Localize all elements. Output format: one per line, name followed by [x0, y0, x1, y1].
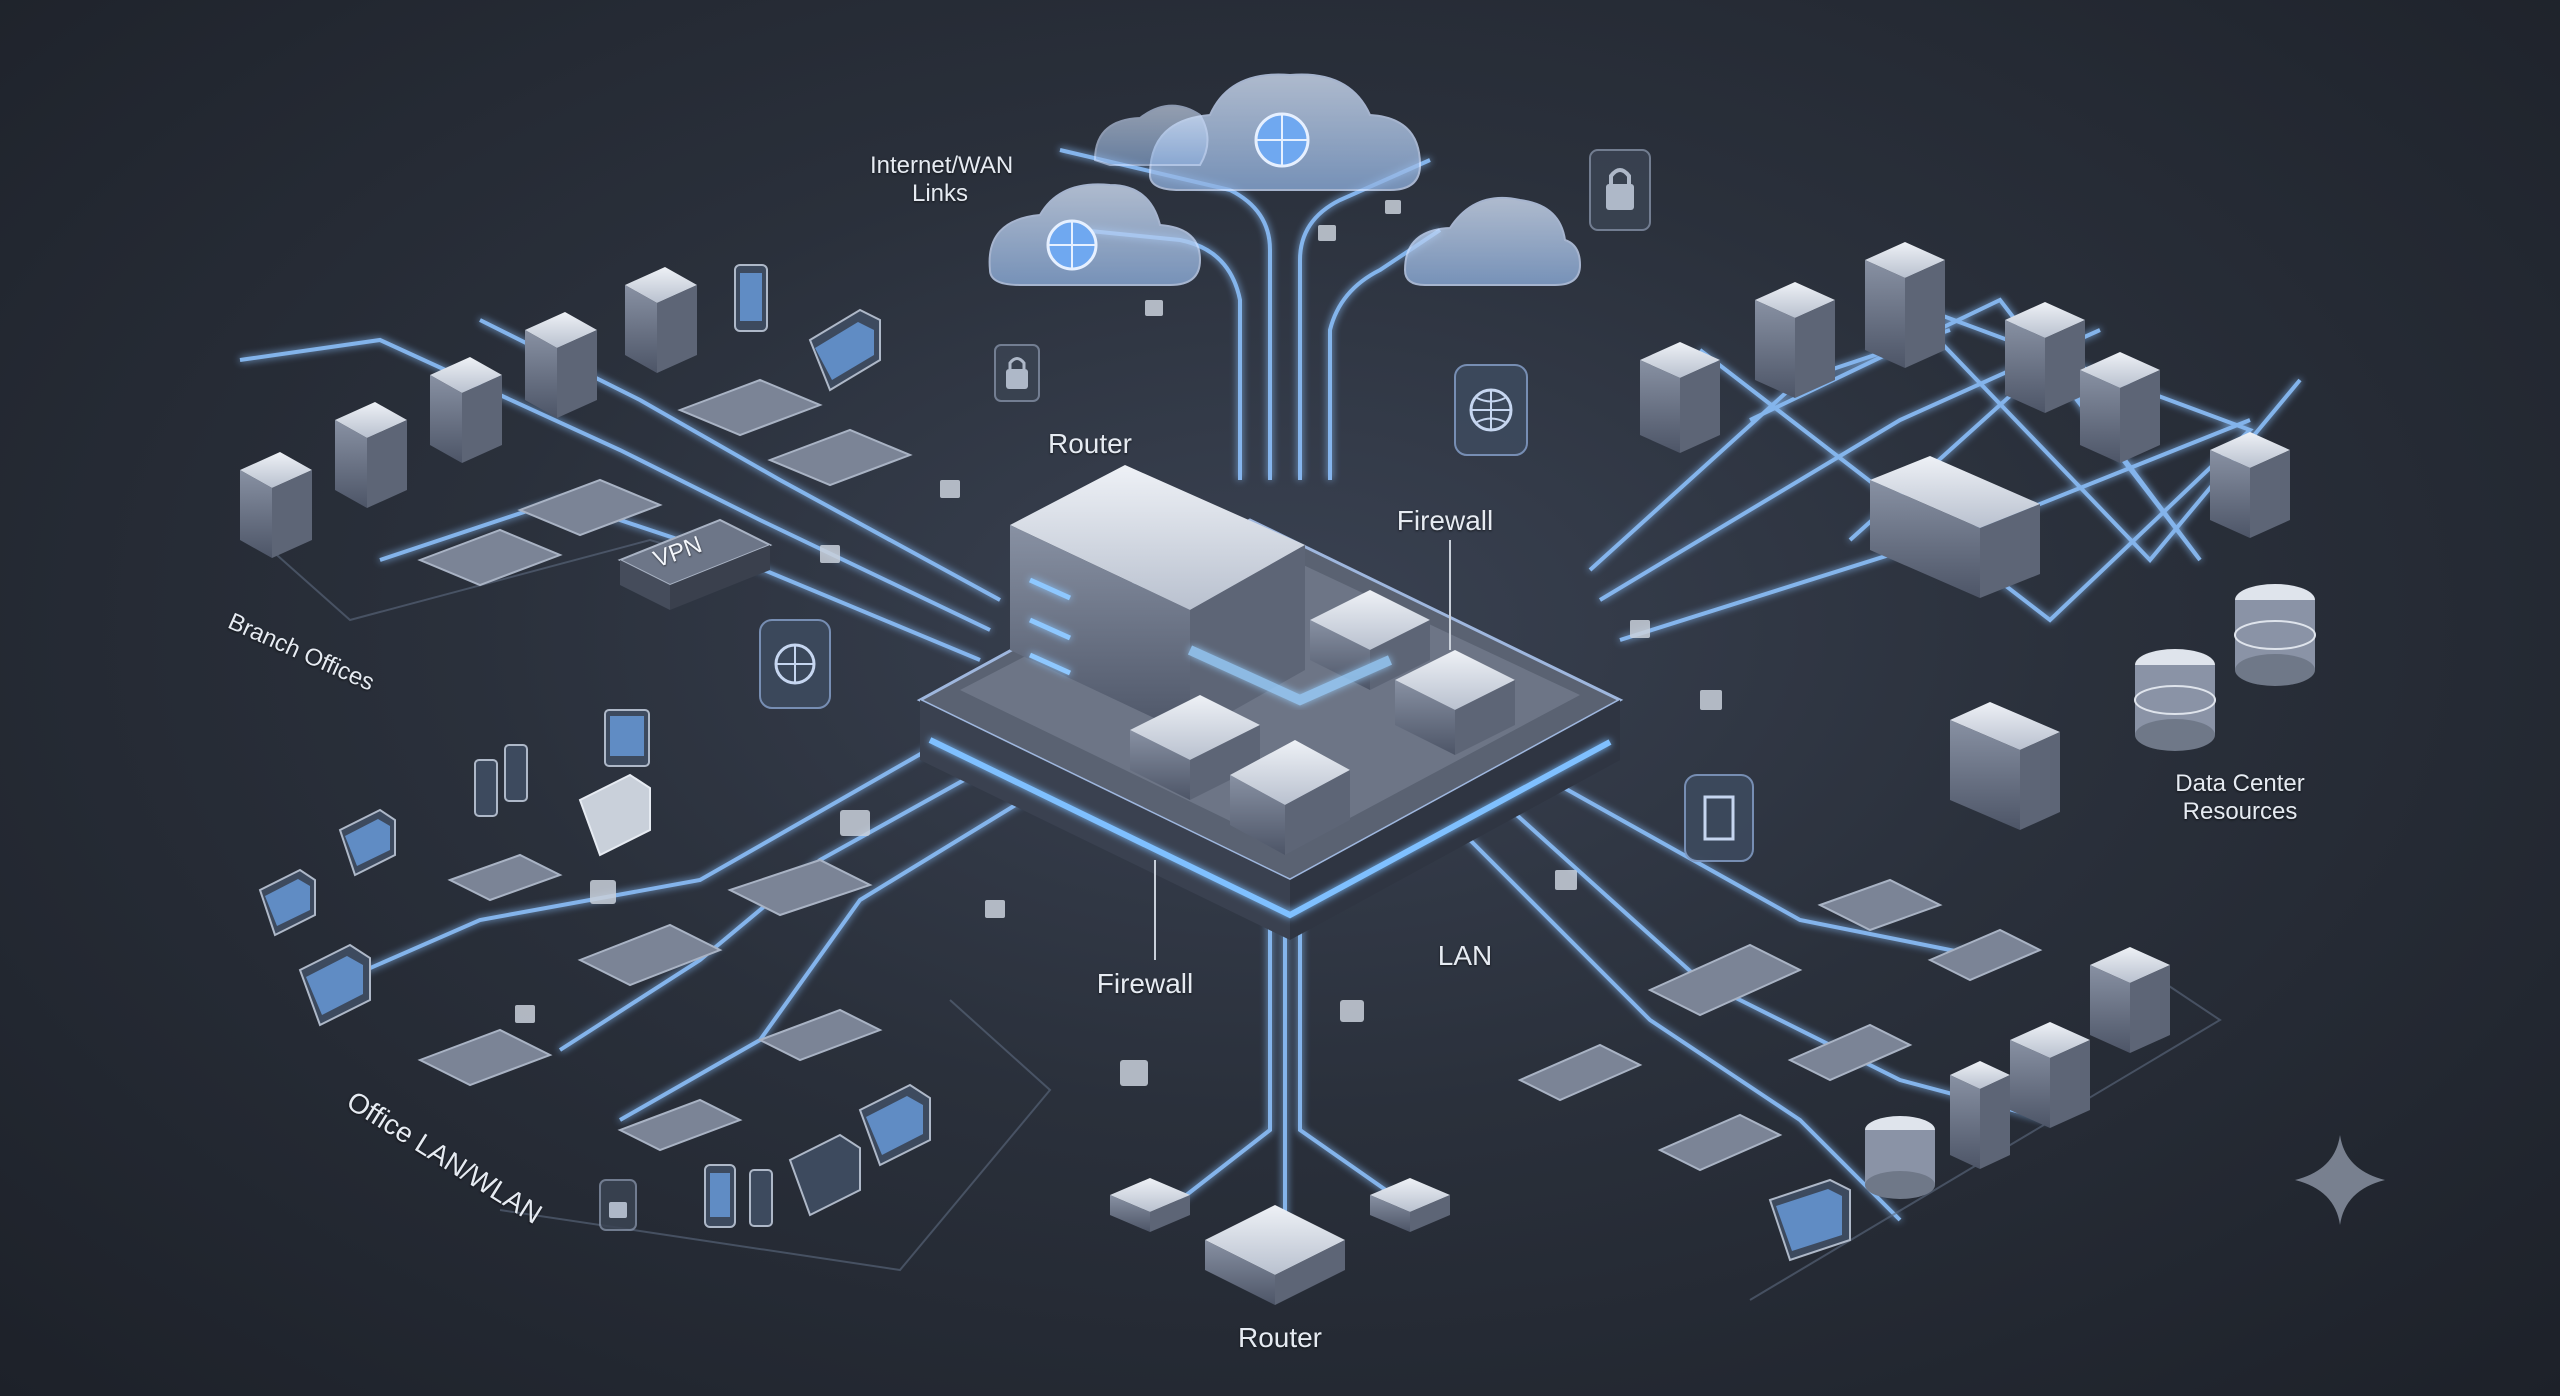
branch-switches [417, 378, 913, 587]
label-data-center-line2: Resources [2182, 798, 2298, 825]
cloud-icon [1093, 104, 1209, 166]
branch-office-servers [240, 267, 697, 558]
label-lan: LAN [1437, 940, 1493, 971]
monitor-icon [1768, 1178, 1851, 1262]
lan-devices [1517, 878, 2170, 1262]
laptop-icon [258, 868, 316, 937]
globe-icon [759, 619, 831, 709]
label-firewall-right: Firewall [1396, 505, 1494, 536]
label-firewall-bottom: Firewall [1096, 968, 1194, 999]
laptop-icon [788, 1133, 861, 1217]
phone-icon [704, 1164, 736, 1228]
laptop-icon [298, 943, 371, 1027]
laptop-icon [808, 308, 881, 392]
laptop-icon [578, 773, 651, 857]
phone-icon [504, 744, 528, 802]
lock-icon [599, 1179, 637, 1231]
label-internet-wan: Internet/WAN Links [870, 152, 1014, 208]
core-router [1010, 465, 1305, 735]
lock-icon [994, 344, 1040, 402]
vpn-gateway [617, 518, 773, 610]
globe-icon [1454, 364, 1528, 456]
cloud-icon [1148, 73, 1422, 191]
switch-icon [417, 853, 883, 1152]
data-center-servers [1640, 242, 2290, 830]
monitor-icon [604, 709, 650, 767]
tablet-icon [734, 264, 768, 332]
label-callouts [1154, 540, 1451, 960]
label-router-bottom: Router [1237, 1322, 1323, 1353]
cloud-icon [988, 183, 1202, 286]
label-internet-wan-line2: Links [911, 180, 969, 207]
label-internet-wan-line1: Internet/WAN [870, 152, 1014, 179]
switch-icon [1517, 878, 2043, 1172]
lock-icon [1589, 149, 1651, 231]
cloud-icon [1403, 196, 1582, 286]
internet-clouds [988, 73, 1582, 286]
label-data-center: Data Center Resources [2150, 770, 2330, 826]
laptop-icon [338, 808, 396, 877]
building-icon [1684, 774, 1754, 862]
label-data-center-line1: Data Center [2175, 770, 2305, 797]
laptop-icon [858, 1083, 931, 1167]
phone-icon [474, 759, 498, 817]
phone-icon [749, 1169, 773, 1227]
office-lan-devices [258, 709, 931, 1228]
database-icon [1865, 584, 2316, 1199]
switch-appliance [1130, 695, 1350, 855]
data-packets [515, 200, 1722, 1086]
hub-link [1187, 645, 1393, 706]
bottom-router [1110, 1178, 1450, 1305]
sparkle-icon [2295, 1135, 2385, 1225]
label-router-top: Router [1047, 428, 1133, 459]
